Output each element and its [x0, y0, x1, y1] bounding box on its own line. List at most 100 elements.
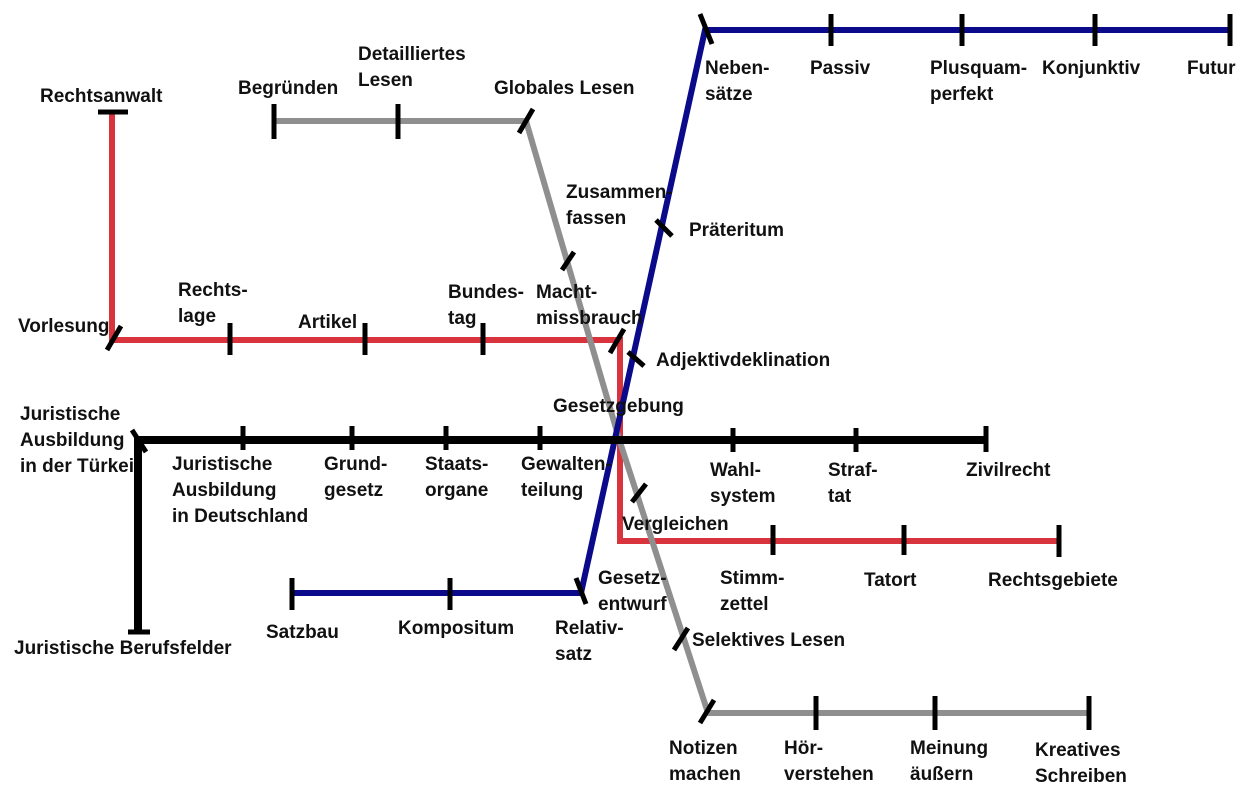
station-label-meinung-aeussern: Meinung äußern	[910, 738, 988, 785]
station-label-stimmzettel: Stimm-zettel	[720, 568, 784, 615]
station-label-line: Rechtsanwalt	[40, 86, 163, 107]
station-label-line: Ausbildung	[172, 480, 276, 501]
station-label-line: Kompositum	[398, 618, 514, 639]
station-label-line: Rechtsgebiete	[988, 570, 1118, 591]
station-label-adjektivdeklination: Adjektivdeklination	[656, 350, 830, 371]
station-label-line: Straf-	[828, 460, 878, 481]
station-label-line: Ausbildung	[20, 430, 124, 451]
station-label-line: perfekt	[930, 84, 994, 105]
station-label-line: Juristische Berufsfelder	[14, 638, 232, 659]
station-label-line: Selektives Lesen	[692, 630, 845, 651]
station-label-juristische-berufsfelder: Juristische Berufsfelder	[14, 638, 232, 659]
station-label-zivilrecht: Zivilrecht	[966, 460, 1051, 481]
station-label-line: Vorlesung	[18, 316, 110, 337]
station-label-tatort: Tatort	[864, 570, 917, 591]
station-label-line: Präteritum	[689, 220, 784, 241]
station-label-wahlsystem: Wahl-system	[710, 460, 776, 507]
station-label-line: Macht-	[536, 282, 597, 303]
station-label-line: Passiv	[810, 58, 871, 79]
station-tick-adjektivdeklination	[626, 350, 646, 368]
station-label-vergleichen: Vergleichen	[622, 514, 729, 535]
station-label-line: Zivilrecht	[966, 460, 1051, 481]
station-label-line: Wahl-	[710, 460, 761, 481]
station-tick-zusammenfassen	[559, 250, 577, 272]
station-label-notizen-machen: Notizen machen	[669, 738, 741, 785]
station-tick-selektives-lesen	[671, 626, 691, 652]
station-label-line: satz	[555, 644, 592, 665]
station-label-rechtsanwalt: Rechtsanwalt	[40, 86, 163, 107]
station-label-line: Meinung	[910, 738, 988, 759]
station-tick-vergleichen	[630, 482, 648, 504]
station-label-selektives-lesen: Selektives Lesen	[692, 630, 845, 651]
station-label-vorlesung: Vorlesung	[18, 316, 110, 337]
station-tick-notizen-machen	[697, 698, 717, 725]
station-label-passiv: Passiv	[810, 58, 871, 79]
station-label-line: Grund-	[324, 454, 387, 475]
station-label-plusquamperfekt: Plusquam-perfekt	[930, 58, 1027, 105]
station-label-straftat: Straf-tat	[828, 460, 878, 507]
station-label-line: Satzbau	[266, 622, 339, 643]
station-label-relativsatz: Relativ-satz	[555, 618, 624, 665]
station-tick-praeteritum	[654, 218, 674, 238]
station-label-line: Juristische	[172, 454, 272, 475]
station-label-line: in der Türkei	[20, 456, 134, 477]
station-label-zusammenfassen: Zusammen-fassen	[566, 182, 673, 229]
station-label-futur: Futur	[1187, 58, 1236, 79]
station-tick-juristische-tuerkei	[129, 428, 149, 454]
station-label-line: system	[710, 486, 776, 507]
station-label-line: Stimm-	[720, 568, 784, 589]
station-label-line: lage	[178, 306, 216, 327]
station-label-staatsorgane: Staats-organe	[425, 454, 488, 501]
station-label-line: gesetz	[324, 480, 383, 501]
station-label-line: Gesetzgebung	[553, 396, 684, 417]
station-label-bundestag: Bundes-tag	[448, 282, 524, 329]
station-label-line: Schreiben	[1035, 766, 1127, 787]
station-label-line: Adjektivdeklination	[656, 350, 830, 371]
station-label-line: missbrauch	[536, 308, 643, 329]
station-label-line: Lesen	[358, 70, 413, 91]
station-label-line: machen	[669, 764, 741, 785]
station-label-line: fassen	[566, 208, 626, 229]
station-label-gewaltenteilung: Gewalten-teilung	[521, 454, 612, 501]
station-label-line: Hör-	[784, 738, 823, 759]
station-label-line: teilung	[521, 480, 583, 501]
station-label-line: Globales Lesen	[494, 78, 634, 99]
station-tick-nebensaetze	[697, 13, 715, 45]
station-label-line: Notizen	[669, 738, 738, 759]
station-label-line: Artikel	[298, 312, 357, 333]
station-label-gesetzentwurf: Gesetz-entwurf	[598, 568, 667, 615]
station-label-gesetzgebung: Gesetzgebung	[553, 396, 684, 417]
station-label-line: Zusammen-	[566, 182, 673, 203]
station-label-line: Futur	[1187, 58, 1236, 79]
station-label-konjunktiv: Konjunktiv	[1042, 58, 1141, 79]
station-label-line: Staats-	[425, 454, 488, 475]
station-label-praeteritum: Präteritum	[689, 220, 784, 241]
station-label-line: tat	[828, 486, 852, 507]
station-label-line: äußern	[910, 764, 973, 785]
station-tick-vorlesung	[104, 324, 124, 352]
station-label-line: verstehen	[784, 764, 874, 785]
station-label-satzbau: Satzbau	[266, 622, 339, 643]
blue-line-route	[292, 27, 1230, 596]
station-label-globales-lesen: Globales Lesen	[494, 78, 634, 99]
station-label-line: Rechts-	[178, 280, 248, 301]
station-label-line: Detailliertes	[358, 44, 466, 65]
station-label-line: Neben-	[705, 58, 769, 79]
station-label-line: zettel	[720, 594, 769, 615]
station-label-nebensaetze: Neben-sätze	[705, 58, 769, 105]
station-label-artikel: Artikel	[298, 312, 357, 333]
station-label-rechtslage: Rechts-lage	[178, 280, 248, 327]
station-label-line: Gewalten-	[521, 454, 612, 475]
station-label-line: Plusquam-	[930, 58, 1027, 79]
station-tick-globales-lesen	[516, 107, 536, 135]
station-label-line: Tatort	[864, 570, 917, 591]
station-label-hoerverstehen: Hör-verstehen	[784, 738, 874, 785]
station-label-line: Konjunktiv	[1042, 58, 1141, 79]
station-label-line: Kreatives	[1035, 740, 1121, 761]
station-label-line: Bundes-	[448, 282, 524, 303]
